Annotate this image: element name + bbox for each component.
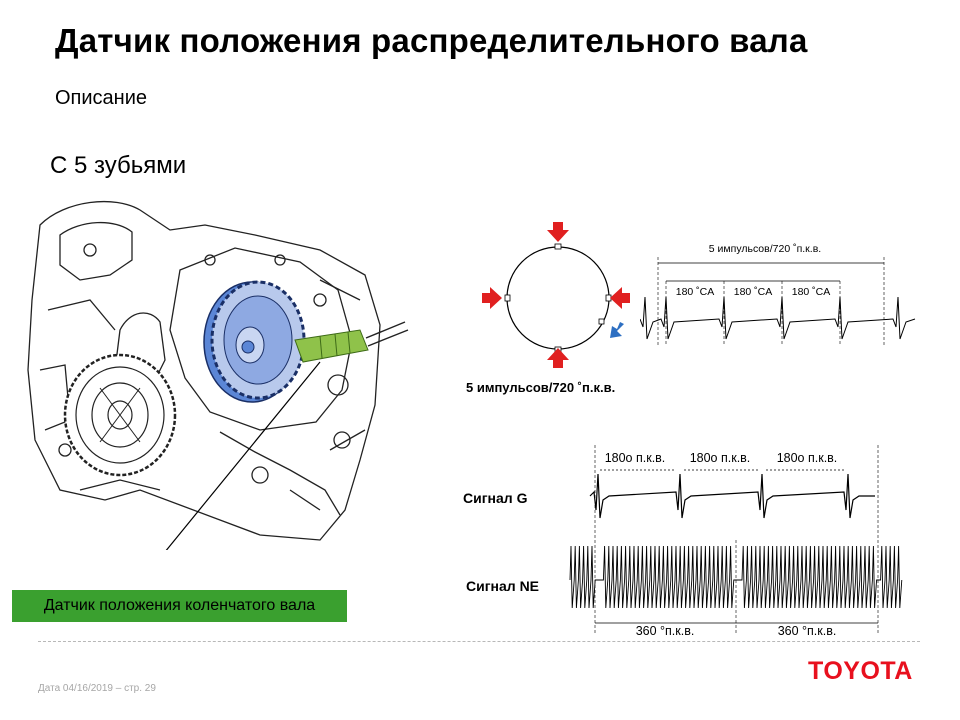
- signal-ne-waveform: [569, 545, 903, 609]
- pulse-interval-1: 180 ˚CA: [676, 286, 715, 298]
- arrow-top-icon: [547, 222, 569, 242]
- crank-sensor-label: Датчик положения коленчатого вала: [12, 590, 347, 622]
- arrow-right-icon: [610, 287, 630, 309]
- g-interval-1: 180о п.к.в.: [605, 451, 666, 465]
- arrow-bottom-icon: [547, 348, 569, 368]
- cam-gear: [203, 280, 306, 403]
- leader-line: [165, 361, 321, 550]
- pulse-graph-top-label: 5 импульсов/720 ˚п.к.в.: [709, 243, 821, 255]
- footer-text: Дата 04/16/2019 – стр. 29: [38, 683, 156, 694]
- signal-g-waveform: [589, 473, 875, 519]
- pulse-interval-2: 180 ˚CA: [734, 286, 773, 298]
- arrow-left-icon: [482, 287, 502, 309]
- g-interval-2: 180о п.к.в.: [690, 451, 751, 465]
- arrow-blue-icon: [610, 322, 624, 338]
- rotor-caption: 5 импульсов/720 ˚п.к.в.: [466, 380, 616, 395]
- signal-g-label: Сигнал G: [463, 490, 528, 506]
- footer-rule: [38, 641, 920, 642]
- pulse-interval-3: 180 ˚CA: [792, 286, 831, 298]
- pulse-graph: 5 импульсов/720 ˚п.к.в. 180 ˚CA 180 ˚CA …: [640, 243, 916, 345]
- signal-ne-label: Сигнал NE: [466, 578, 540, 594]
- slide-title: Датчик положения распределительного вала: [55, 22, 808, 59]
- teeth-heading: С 5 зубьями: [50, 152, 187, 179]
- ne-interval-1: 360 °п.к.в.: [636, 624, 695, 638]
- toyota-logo: TOYOTA: [808, 657, 913, 685]
- cam-sensor: [294, 321, 409, 363]
- signal-graph: 180о п.к.в. 180о п.к.в. 180о п.к.в. 360 …: [569, 445, 903, 638]
- g-interval-3: 180о п.к.в.: [777, 451, 838, 465]
- rotor-circle: [506, 246, 610, 350]
- pulse-waveform: [640, 296, 916, 340]
- engine-illustration: [27, 200, 409, 550]
- slide-subtitle: Описание: [55, 87, 148, 109]
- rotor-diagram: [482, 222, 630, 368]
- crank-gear: [63, 353, 177, 477]
- engine-block-outline: [27, 200, 381, 541]
- ne-interval-2: 360 °п.к.в.: [778, 624, 837, 638]
- ne-teeth: [569, 545, 903, 609]
